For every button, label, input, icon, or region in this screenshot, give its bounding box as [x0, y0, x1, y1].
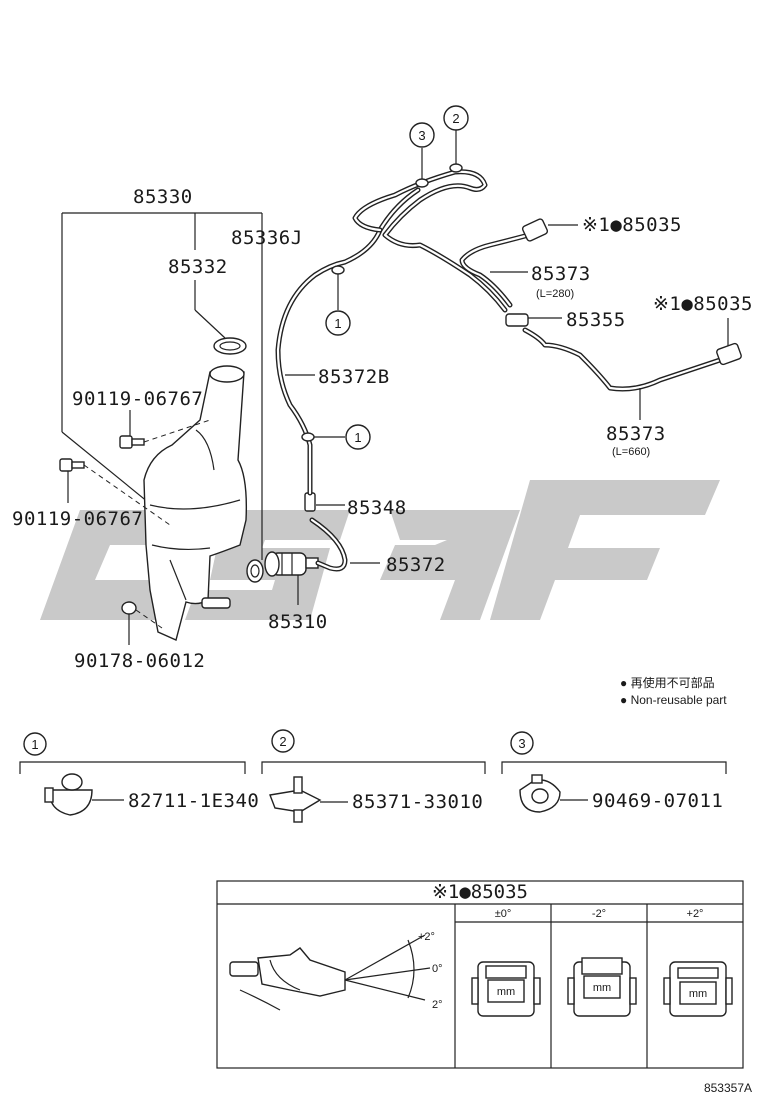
label-85035-upper: ※1●85035	[582, 214, 682, 236]
svg-text:3: 3	[418, 128, 425, 143]
nozzle-side-view	[229, 934, 431, 1011]
nozzle-85035-upper	[521, 218, 549, 242]
washer-reservoir	[143, 365, 248, 641]
svg-text:mm: mm	[593, 982, 611, 994]
label-90119-lower: 90119-06767	[12, 508, 143, 530]
detail-2: 2 85371-33010	[261, 729, 486, 823]
hose-85373-long	[522, 327, 723, 392]
detail-3-part: 90469-07011	[592, 790, 723, 812]
nozzle-front-minus: mm	[567, 957, 637, 1017]
legend-japanese: ● 再使用不可部品	[620, 675, 715, 690]
table-header: ※1●85035	[432, 881, 528, 903]
svg-text:1: 1	[31, 737, 38, 752]
label-85372b: 85372B	[318, 366, 390, 388]
bolt-90119-lower	[59, 458, 85, 472]
svg-text:1: 1	[334, 316, 341, 331]
label-85373-long-length: (L=660)	[612, 446, 650, 458]
callout-circle-1-upper: 1	[325, 310, 351, 336]
legend-english: ● Non-reusable part	[620, 693, 727, 707]
svg-text:2: 2	[452, 111, 459, 126]
label-85310: 85310	[268, 611, 328, 633]
svg-text:mm: mm	[497, 986, 515, 998]
col-plus: +2°	[687, 908, 704, 920]
nozzle-table: ※1●85035 ±0° -2° +2° +2° 0° 2° mm	[216, 880, 744, 1069]
svg-text:2: 2	[279, 734, 286, 749]
clamp-3	[415, 178, 429, 188]
angle-minus-label: 2°	[432, 999, 443, 1011]
clamp-1-lower	[301, 432, 315, 442]
diagram-id: 853357A	[704, 1081, 752, 1095]
washer-pump-85310	[264, 551, 319, 577]
svg-text:1: 1	[354, 430, 361, 445]
reservoir-cap-85332	[213, 337, 247, 355]
clamp-90469-illustration	[519, 774, 561, 813]
angle-plus-label: +2°	[418, 931, 435, 943]
leader-85332-b	[194, 309, 226, 339]
detail-1-part: 82711-1E340	[128, 790, 259, 812]
col-minus: -2°	[592, 908, 606, 920]
label-85373-short: 85373	[531, 263, 591, 285]
detail-3: 3 90469-07011	[501, 731, 727, 813]
detail-2-part: 85371-33010	[352, 791, 483, 813]
callout-circle-1-lower: 1	[345, 424, 371, 450]
clip-85371-illustration	[269, 776, 322, 823]
bolt-90119-upper	[119, 435, 145, 449]
nozzle-front-plus: mm	[663, 961, 733, 1017]
hose-85372	[309, 517, 348, 572]
reservoir-cap-inner	[219, 341, 241, 351]
label-85372: 85372	[386, 554, 446, 576]
clamp-82711-illustration	[44, 773, 93, 816]
label-85035-lower: ※1●85035	[653, 293, 753, 315]
hose-85373-short	[459, 233, 528, 308]
hose-upper-loop	[352, 169, 508, 313]
label-85355: 85355	[566, 309, 626, 331]
check-valve-85348	[304, 492, 316, 512]
callout-circle-3: 3	[409, 122, 435, 148]
grommet-inner	[250, 564, 260, 578]
label-90119-upper: 90119-06767	[72, 388, 203, 410]
svg-text:mm: mm	[689, 988, 707, 1000]
nozzle-85035-lower	[716, 342, 742, 366]
bolt-upper-dash	[143, 419, 211, 443]
svg-text:3: 3	[518, 736, 525, 751]
joint-85355	[505, 313, 529, 327]
label-85330: 85330	[133, 186, 193, 208]
clamp-2	[449, 163, 463, 173]
label-90178: 90178-06012	[74, 650, 205, 672]
label-85373-long: 85373	[606, 423, 666, 445]
label-85336j: 85336J	[231, 227, 303, 249]
clamp-1-upper	[331, 265, 345, 275]
label-85373-short-length: (L=280)	[536, 288, 574, 300]
nozzle-front-zero: mm	[471, 961, 541, 1017]
label-85332: 85332	[168, 256, 228, 278]
angle-zero-label: 0°	[432, 963, 443, 975]
col-zero: ±0°	[495, 908, 512, 920]
nut-90178	[121, 601, 137, 615]
detail-1: 1 82711-1E340	[19, 732, 259, 816]
callout-circle-2: 2	[443, 105, 469, 131]
grommet-85336j	[246, 559, 264, 583]
label-85348: 85348	[347, 497, 407, 519]
